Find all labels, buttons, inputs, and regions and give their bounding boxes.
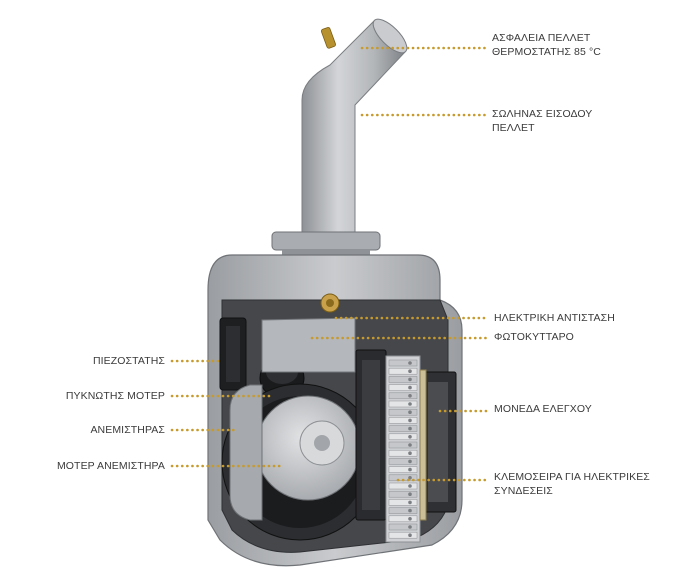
control-unit	[355, 349, 457, 521]
terminal-segment	[388, 433, 418, 441]
pellet-inlet-pipe	[301, 18, 408, 236]
label-terminal-block: ΚΛΕΜΟΣΕΙΡΑ ΓΙΑ ΗΛΕΚΤΡΙΚΕΣ ΣΥΝΔΕΣΕΙΣ	[494, 470, 650, 498]
label-inlet-line2: ΠΕΛΛΕΤ	[492, 122, 535, 134]
terminal-screw	[408, 467, 412, 472]
terminal-segment	[388, 515, 418, 523]
label-terminal-line2: ΣΥΝΔΕΣΕΙΣ	[494, 485, 553, 497]
terminal-block	[385, 355, 421, 543]
terminal-segment	[388, 507, 418, 514]
label-photocell-line1: ΦΩΤΟΚΥΤΤΑΡΟ	[494, 331, 574, 343]
label-terminal-line1: ΚΛΕΜΟΣΕΙΡΑ ΓΙΑ ΗΛΕΚΤΡΙΚΕΣ	[494, 471, 650, 483]
terminal-screw	[408, 385, 412, 390]
label-motor-capacitor: ΠΥΚΝΩΤΗΣ ΜΟΤΕΡ	[66, 389, 165, 403]
fan-motor	[229, 384, 263, 521]
terminal-segment	[388, 400, 418, 408]
terminal-screw	[408, 451, 412, 456]
terminal-segment	[388, 367, 418, 375]
label-fan-line1: ΑΝΕΜΙΣΤΗΡΑΣ	[90, 424, 165, 436]
label-electric-heater: ΗΛΕΚΤΡΙΚΗ ΑΝΤΙΣΤΑΣΗ	[494, 311, 615, 325]
terminal-segment	[388, 499, 418, 506]
label-fan-motor: ΜΟΤΕΡ ΑΝΕΜΙΣΤΗΡΑ	[57, 459, 165, 473]
terminal-screw	[408, 410, 412, 415]
label-pressure-switch: ΠΙΕΖΟΣΤΑΤΗΣ	[93, 354, 165, 368]
terminal-segment	[388, 458, 418, 465]
terminal-screw	[408, 426, 412, 431]
pipe-flange	[271, 231, 381, 259]
terminal-screw	[408, 361, 412, 365]
brass-strip	[419, 369, 427, 521]
terminal-segment	[388, 408, 418, 416]
terminal-segment	[388, 417, 418, 424]
inner-plate	[261, 317, 356, 373]
label-pressure-line1: ΠΙΕΖΟΣΤΑΤΗΣ	[92, 355, 165, 367]
leader-lines	[170, 46, 488, 482]
terminal-segment	[388, 359, 418, 367]
heater-fitting	[320, 293, 340, 313]
terminal-segment	[388, 466, 418, 473]
label-fan: ΑΝΕΜΙΣΤΗΡΑΣ	[90, 423, 165, 437]
terminal-screw	[408, 508, 412, 513]
label-heater-line1: ΗΛΕΚΤΡΙΚΗ ΑΝΤΙΣΤΑΣΗ	[494, 312, 615, 324]
terminal-segment	[388, 523, 418, 531]
label-photocell: ΦΩΤΟΚΥΤΤΑΡΟ	[494, 330, 574, 344]
label-control-unit-line1: ΜΟΝΕΔΑ ΕΛΕΓΧΟΥ	[494, 403, 592, 415]
terminal-screw	[408, 500, 412, 505]
label-control-unit: ΜΟΝΕΔΑ ΕΛΕΓΧΟΥ	[494, 402, 592, 416]
terminal-screw	[408, 377, 412, 382]
terminal-segment	[388, 490, 418, 498]
terminal-screw	[408, 533, 412, 537]
terminal-screw	[408, 476, 412, 480]
terminal-segment	[388, 392, 418, 400]
terminal-screw	[408, 435, 412, 439]
terminal-screw	[408, 492, 412, 497]
label-safety-line2: ΘΕΡΜΟΣΤΑΤΗΣ 85 °C	[492, 46, 601, 58]
label-capacitor-line1: ΠΥΚΝΩΤΗΣ ΜΟΤΕΡ	[65, 390, 165, 402]
terminal-screw	[408, 484, 412, 488]
terminal-screw	[408, 443, 412, 447]
terminal-screw	[408, 459, 412, 464]
terminal-screw	[408, 402, 412, 406]
terminal-segment	[388, 376, 418, 383]
terminal-segment	[388, 449, 418, 457]
label-pellet-inlet: ΣΩΛΗΝΑΣ ΕΙΣΟΔΟΥ ΠΕΛΛΕΤ	[492, 107, 592, 135]
terminal-segment	[388, 531, 418, 539]
label-safety-line1: ΑΣΦΑΛΕΙΑ ΠΕΛΛΕΤ	[492, 32, 591, 44]
terminal-screw	[408, 394, 412, 398]
pressure-switch	[219, 317, 247, 391]
safety-thermostat-fitting	[320, 27, 336, 49]
label-inlet-line1: ΣΩΛΗΝΑΣ ΕΙΣΟΔΟΥ	[492, 108, 593, 120]
terminal-segment	[388, 425, 418, 432]
label-fan-motor-line1: ΜΟΤΕΡ ΑΝΕΜΙΣΤΗΡΑ	[56, 460, 165, 472]
terminal-screw	[408, 525, 412, 529]
terminal-screw	[408, 517, 412, 521]
label-safety-thermostat: ΑΣΦΑΛΕΙΑ ΠΕΛΛΕΤ ΘΕΡΜΟΣΤΑΤΗΣ 85 °C	[492, 31, 601, 59]
terminal-segment	[388, 384, 418, 391]
terminal-screw	[408, 418, 412, 423]
terminal-screw	[408, 369, 412, 374]
terminal-segment	[388, 482, 418, 490]
terminal-segment	[388, 441, 418, 449]
